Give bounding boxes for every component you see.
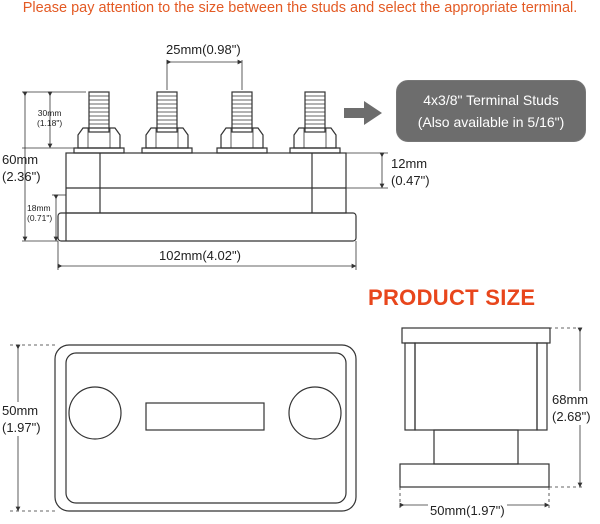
total-height-label: 60mm (2.36") bbox=[2, 151, 41, 185]
total-height-in: (2.36") bbox=[2, 169, 41, 184]
width-label: 50mm (1.97") bbox=[2, 402, 41, 436]
total-height-mm: 60mm bbox=[2, 152, 39, 167]
product-size-title: PRODUCT SIZE bbox=[368, 285, 536, 310]
top-height-mm: 12mm bbox=[391, 156, 428, 171]
stud-height-in: (1.18") bbox=[37, 118, 63, 128]
notice-text: Please pay attention to the size between… bbox=[22, 0, 578, 16]
stud-height-label: 30mm (1.18") bbox=[37, 108, 62, 128]
top-height-in: (0.47") bbox=[391, 173, 430, 188]
base-height-label: 18mm (0.71") bbox=[27, 203, 52, 223]
front-view bbox=[57, 91, 357, 242]
stud-2 bbox=[141, 91, 193, 154]
side-view bbox=[399, 327, 551, 488]
stud-height-mm: 30mm bbox=[37, 108, 62, 118]
top-view bbox=[54, 344, 357, 512]
stud-4 bbox=[289, 91, 341, 154]
base-height-in: (0.71") bbox=[27, 213, 53, 223]
side-height-label: 68mm (2.68") bbox=[552, 391, 591, 425]
width-in: (1.97") bbox=[2, 420, 41, 435]
side-height-in: (2.68") bbox=[552, 409, 591, 424]
side-width-label: 50mm(1.97") bbox=[428, 503, 507, 518]
stud-spacing-label: 25mm(0.98") bbox=[166, 42, 241, 57]
width-mm: 50mm bbox=[2, 403, 39, 418]
side-height-mm: 68mm bbox=[552, 392, 589, 407]
length-label: 102mm(4.02") bbox=[156, 248, 244, 263]
callout-line-1: 4x3/8" Terminal Studs bbox=[423, 92, 559, 108]
terminal-callout: 4x3/8" Terminal Studs (Also available in… bbox=[396, 80, 586, 142]
front-dimensions bbox=[22, 59, 388, 270]
callout-arrow bbox=[344, 101, 382, 125]
top-height-label: 12mm (0.47") bbox=[391, 155, 430, 189]
stud-1 bbox=[73, 91, 125, 154]
callout-line-2: (Also available in 5/16") bbox=[417, 114, 565, 130]
stud-3 bbox=[216, 91, 268, 154]
base-height-mm: 18mm bbox=[27, 203, 51, 213]
